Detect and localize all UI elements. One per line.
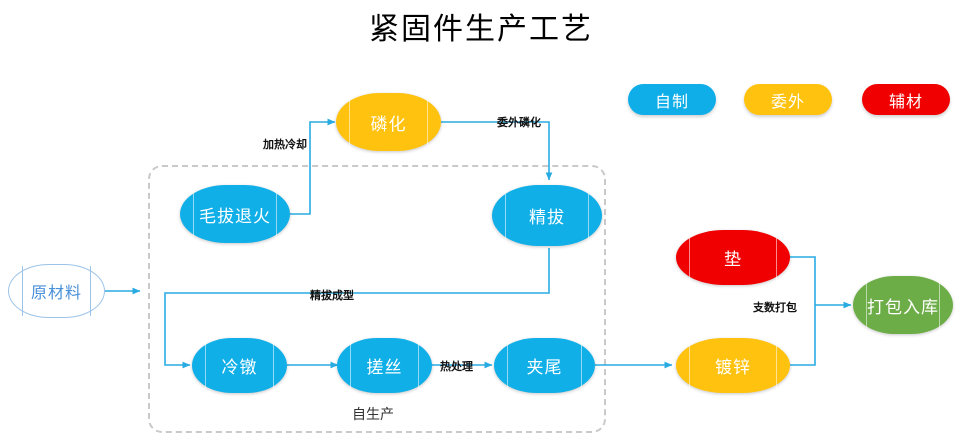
edge-label-out-phosphate: 委外磷化 xyxy=(497,117,541,129)
edge-finedraw-to-heading xyxy=(164,248,550,369)
edge-label-heat-cool: 加热冷却 xyxy=(263,139,307,151)
node-raw-material-label: 原材料 xyxy=(30,285,82,302)
node-fine-draw[interactable]: 精拔 xyxy=(492,185,602,246)
page-title: 紧固件生产工艺 xyxy=(369,13,593,46)
edge-label-finedraw-forming: 精拔成型 xyxy=(310,290,354,302)
legend-item-self-made-label: 自制 xyxy=(654,93,689,111)
legend-item-self-made[interactable]: 自制 xyxy=(628,84,716,115)
node-packing-storage[interactable]: 打包入库 xyxy=(853,276,953,334)
edge-label-count-packing: 支数打包 xyxy=(753,302,797,314)
legend-item-outsourced[interactable]: 委外 xyxy=(744,84,832,115)
edge-phosphate-to-finedraw xyxy=(441,121,553,181)
node-tail-clamping-label: 夹尾 xyxy=(526,358,563,377)
node-raw-material[interactable]: 原材料 xyxy=(8,264,105,318)
legend-item-auxiliary-label: 辅材 xyxy=(888,93,923,111)
self-production-group-label: 自生产 xyxy=(352,406,394,422)
edge-washer-galvanize-merge xyxy=(790,256,816,366)
edge-label-heat-treatment: 热处理 xyxy=(440,361,473,373)
node-phosphate[interactable]: 磷化 xyxy=(336,93,441,151)
edge-anneal-to-phosphate xyxy=(290,118,336,215)
node-packing-storage-label: 打包入库 xyxy=(867,297,939,317)
node-washer[interactable]: 垫 xyxy=(676,230,790,285)
node-fine-draw-label: 精拔 xyxy=(529,208,565,227)
legend-item-auxiliary[interactable]: 辅材 xyxy=(862,84,950,115)
legend-item-outsourced-label: 委外 xyxy=(770,93,805,111)
node-cold-heading[interactable]: 冷镦 xyxy=(192,338,287,393)
node-cold-heading-label: 冷镦 xyxy=(221,358,258,377)
node-washer-label: 垫 xyxy=(724,250,742,269)
node-thread-rolling-label: 搓丝 xyxy=(366,358,403,377)
node-anneal-label: 毛拔退火 xyxy=(199,206,271,226)
node-thread-rolling[interactable]: 搓丝 xyxy=(337,338,432,393)
node-galvanize[interactable]: 镀锌 xyxy=(676,338,790,393)
node-tail-clamping[interactable]: 夹尾 xyxy=(494,338,595,393)
self-production-group xyxy=(148,165,606,433)
node-anneal[interactable]: 毛拔退火 xyxy=(180,185,290,243)
node-galvanize-label: 镀锌 xyxy=(715,358,751,377)
node-phosphate-label: 磷化 xyxy=(370,114,407,134)
